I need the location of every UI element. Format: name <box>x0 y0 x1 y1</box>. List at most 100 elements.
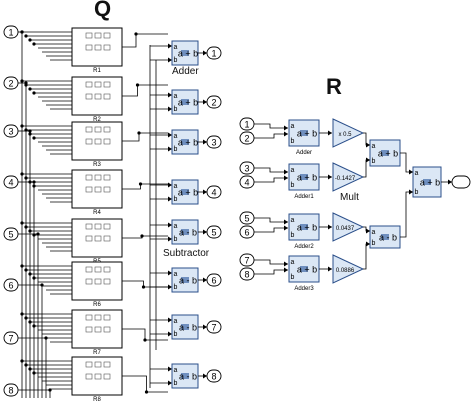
left-op-block-4-op: a + b <box>178 188 198 198</box>
r-block-gate <box>85 93 93 100</box>
r-block-2 <box>71 76 123 116</box>
junction-dot <box>20 312 24 316</box>
left-op-block-5-port-a: a <box>174 223 178 230</box>
r-block-label: R3 <box>93 162 101 168</box>
right-adder-label: Adder <box>296 150 312 156</box>
right-adder-3-port-b: b <box>291 232 295 239</box>
r-block-gate <box>94 373 102 380</box>
right-input-8-label: 8 <box>244 270 249 280</box>
r-block-7 <box>71 309 123 349</box>
mult-label: Mult <box>340 192 359 203</box>
final-adder-port-b: b <box>415 189 419 196</box>
wire <box>254 269 288 275</box>
right-adder-1-port-a: a <box>291 123 295 130</box>
wire <box>363 159 370 178</box>
arrow-head <box>448 179 452 185</box>
gain-block-1 <box>332 118 365 148</box>
input-port-1-label: 1 <box>8 28 13 38</box>
combine-sub-1-logo <box>381 234 389 240</box>
right-adder-4-port-b: b <box>291 274 295 281</box>
junction-dot <box>138 182 143 186</box>
output-port-4 <box>206 185 222 199</box>
r-block-label: R1 <box>93 68 101 74</box>
combine-adder-1-port-a: a <box>372 143 376 150</box>
junction-dot <box>28 180 32 184</box>
arrow-head <box>284 169 288 175</box>
left-op-block-1-port-a: a <box>174 44 178 51</box>
wire <box>254 133 288 139</box>
junction-dot <box>24 83 28 87</box>
output-port-6-label: 6 <box>211 276 216 286</box>
arrow-head <box>168 380 172 386</box>
junction-dot <box>28 38 32 42</box>
junction-dot <box>134 32 138 36</box>
wire <box>400 152 413 173</box>
arrow-head <box>168 57 172 63</box>
output-port-1-label: 1 <box>211 49 216 59</box>
arrow-head <box>284 131 288 137</box>
arrow-head <box>284 175 288 181</box>
r-block-gate <box>85 138 93 145</box>
left-op-block-5-op: a - b <box>179 228 197 238</box>
right-input-5-label: 5 <box>244 214 249 224</box>
wire <box>122 183 168 190</box>
junction-dot <box>20 30 24 34</box>
output-port-4-label: 4 <box>211 188 216 198</box>
r-block-gate <box>103 326 111 333</box>
left-op-block-4-port-b: b <box>174 196 178 203</box>
junction-dot <box>20 264 24 268</box>
left-op-block-4-port-a: a <box>174 183 178 190</box>
left-op-block-3-logo <box>181 139 189 145</box>
left-op-block-1-logo <box>181 50 189 56</box>
r-block-gate <box>94 278 102 285</box>
arrow-head <box>168 284 172 290</box>
gain-block-2 <box>332 162 365 192</box>
r-block-gate <box>94 32 102 39</box>
right-input-7-label: 7 <box>244 256 249 266</box>
r-block-label: R6 <box>93 302 101 308</box>
r-block-gate <box>85 174 93 181</box>
junction-dot <box>28 272 32 276</box>
right-adder-2-port-b: b <box>291 182 295 189</box>
arrow-head <box>168 196 172 202</box>
r-block-gate <box>103 186 111 193</box>
right-adder-2-logo <box>300 174 308 180</box>
junction-dot <box>24 34 28 38</box>
left-op-block-7-op: a - b <box>179 323 197 333</box>
r-block-gate <box>103 314 111 321</box>
adder-label: Adder <box>172 66 199 77</box>
right-adder-label: Adder2 <box>294 244 314 250</box>
arrow-head <box>203 189 207 195</box>
arrow-head <box>203 277 207 283</box>
r-block-gate <box>85 235 93 242</box>
junction-dot <box>24 225 28 229</box>
right-input-3-label: 3 <box>244 164 249 174</box>
r-block-6 <box>71 261 123 301</box>
r-block-gate <box>85 278 93 285</box>
r-block-gate <box>85 32 93 39</box>
wire <box>122 33 168 48</box>
output-port-2-label: 2 <box>211 98 216 108</box>
input-port-8-label: 8 <box>8 386 13 396</box>
r-block-gate <box>103 126 111 133</box>
arrow-head <box>168 182 172 188</box>
gain-block-2-label: -0.1427 <box>335 176 356 182</box>
right-adder-3-logo <box>300 224 308 230</box>
combine-adder-1-op: a + b <box>378 149 398 159</box>
wire <box>254 177 288 183</box>
wire <box>122 84 168 97</box>
combine-sub-1-port-a: a <box>372 229 376 236</box>
r-block-gate <box>94 361 102 368</box>
junction-dot <box>140 234 144 238</box>
wire <box>122 132 168 142</box>
left-op-block-5-logo <box>181 229 189 235</box>
gain-block-1-label: x 0.5 <box>338 132 352 138</box>
r-block-label: R7 <box>93 350 101 356</box>
arrow-head <box>203 373 207 379</box>
arrow-head <box>203 139 207 145</box>
arrow-head <box>168 106 172 112</box>
right-adder-2-op: a + b <box>297 173 317 183</box>
junction-dot <box>24 128 28 132</box>
final-adder-logo <box>423 179 431 185</box>
r-block-gate <box>85 361 93 368</box>
